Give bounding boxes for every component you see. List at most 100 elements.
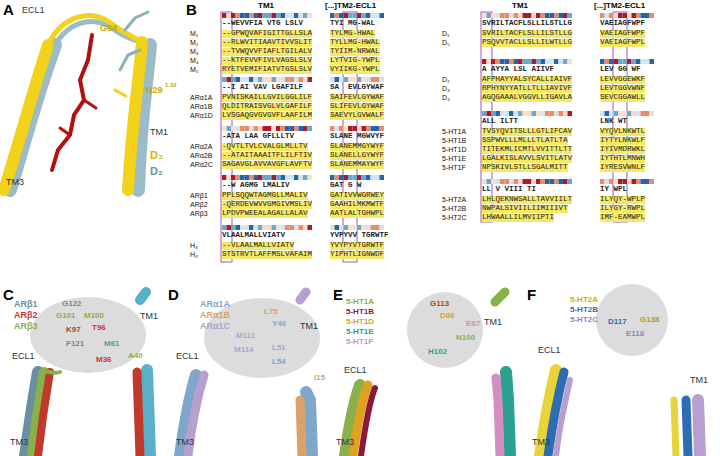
conservation-cell [258, 225, 263, 230]
conservation-cell [249, 175, 254, 180]
conservation-cell [339, 126, 344, 131]
conservation-cell [618, 179, 623, 184]
conservation-cell [380, 175, 385, 180]
conservation-cell [380, 126, 385, 131]
receptor-name: ARα2C [190, 161, 213, 168]
panel-letter: D [168, 287, 179, 302]
conservation-cell [303, 13, 308, 18]
receptor-name: ARβ2 [190, 201, 208, 208]
residue-label: D117 [608, 318, 627, 326]
legend-label: 5-HT1B [346, 308, 374, 316]
conservation-cell [554, 111, 559, 116]
conservation-cell [362, 126, 367, 131]
conservation-cell [487, 179, 492, 184]
conservation-cell [375, 175, 380, 180]
conservation-cell [645, 179, 650, 184]
conservation-cell [514, 111, 519, 116]
conservation-cell [272, 13, 277, 18]
conservation-cell [281, 77, 286, 82]
conservation-cell [362, 77, 367, 82]
conservation-cell [231, 126, 236, 131]
consensus-sequence: VLAALMALLVIATV [222, 232, 285, 240]
conservation-cell [285, 126, 290, 131]
conservation-cell [240, 175, 245, 180]
conservation-cell [650, 179, 655, 184]
receptor-name: 5-HT2B [442, 205, 466, 212]
legend-label: 5-HT2B [570, 306, 598, 314]
legend-label: ARα1A [200, 300, 230, 309]
residue-label: G101 [56, 312, 76, 320]
conservation-cell [550, 13, 555, 18]
conservation-cell [632, 13, 637, 18]
conservation-cell [366, 225, 371, 230]
conservation-cell [559, 111, 564, 116]
conservation-cell [563, 179, 568, 184]
conservation-cell [267, 77, 272, 82]
sequence: SSPWVLLLMLLLTLATLTA [482, 137, 568, 145]
residue-label: G113 [430, 300, 449, 308]
conservation-cell [366, 175, 371, 180]
receptor-name: M₂ [190, 39, 199, 46]
conservation-cell [285, 225, 290, 230]
conservation-cell [568, 59, 573, 64]
receptor-name: ARα2A [190, 143, 212, 150]
sequence: YVYPYVTGRWTF [330, 242, 384, 250]
conservation-cell [650, 59, 655, 64]
conservation-cell [344, 126, 349, 131]
conservation-cell [344, 13, 349, 18]
conservation-cell [375, 13, 380, 18]
sequence: RPHYNYYATLLTLLIAVIVF [482, 85, 572, 93]
sequence: SLANEMMAYWYF [330, 161, 384, 169]
conservation-cell [487, 13, 492, 18]
residue-label: M36 [96, 356, 112, 364]
conservation-cell [600, 179, 605, 184]
residue-label: L51 [272, 344, 286, 352]
consensus-sequence: TYI MG-WAL [330, 20, 375, 28]
conservation-cell [618, 111, 623, 116]
conservation-cell [482, 59, 487, 64]
receptor-name: ARβ1 [190, 192, 208, 199]
sequence: SLIFEVLGYWAF [330, 103, 384, 111]
conservation-cell [487, 111, 492, 116]
consensus-sequence: LL V VIII TI [482, 186, 536, 194]
conservation-cell [371, 77, 376, 82]
conservation-cell [509, 13, 514, 18]
conservation-cell [375, 225, 380, 230]
sequence: SAGAVGLAVVAVGFLAVFTV [222, 161, 312, 169]
conservation-cell [357, 225, 362, 230]
sequence: TVSYQVITSLLLGTLIFCAV [482, 128, 572, 136]
conservation-cell [303, 175, 308, 180]
sequence: PSQVVTACLLSLLILWTLLG [482, 39, 572, 47]
conservation-cell [285, 13, 290, 18]
conservation-cell [357, 13, 362, 18]
conservation-cell [290, 77, 295, 82]
conservation-cell [509, 179, 514, 184]
conservation-cell [532, 13, 537, 18]
legend-label: 5-HT1F [346, 338, 373, 346]
conservation-cell [505, 179, 510, 184]
panel-letter: F [527, 287, 536, 302]
conservation-cell [339, 175, 344, 180]
helix-label: TM1 [140, 312, 158, 321]
conservation-cell [335, 77, 340, 82]
conservation-cell [263, 13, 268, 18]
conservation-cell [308, 126, 313, 131]
conservation-cell [276, 77, 281, 82]
conservation-cell [491, 179, 496, 184]
conservation-cell [227, 126, 232, 131]
sequence: IYIVMDRWKL [600, 146, 645, 154]
conservation-cell [258, 13, 263, 18]
conservation-cell [299, 13, 304, 18]
conservation-cell [523, 111, 528, 116]
conservation-cell [276, 126, 281, 131]
conservation-cell [344, 77, 349, 82]
residue-label: L75 [264, 308, 278, 316]
sequence: NWPALSIVIILIIMIIIVT [482, 205, 568, 213]
conservation-cell [554, 59, 559, 64]
sequence: AGQGAAALVGGVLLIGAVLA [482, 94, 572, 102]
conservation-cell [632, 179, 637, 184]
conservation-cell [509, 59, 514, 64]
sequence: IYRESVWNLF [600, 164, 645, 172]
conservation-cell [536, 111, 541, 116]
receptor-name: H₄ [190, 251, 198, 258]
